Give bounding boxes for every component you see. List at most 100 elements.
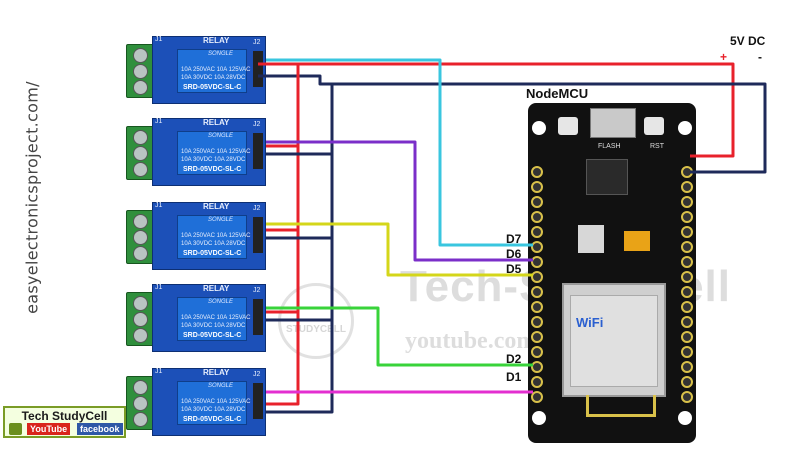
left-pin bbox=[531, 316, 543, 328]
relay-spec-2: 10A 30VDC 10A 28VDC bbox=[181, 157, 246, 163]
relay-header-pins bbox=[253, 217, 263, 253]
relay-cube bbox=[177, 215, 247, 259]
board-label: NodeMCU bbox=[526, 86, 589, 101]
plus-sign: + bbox=[720, 50, 728, 64]
pin-label-d6: D6 bbox=[506, 247, 522, 261]
badge-logo-icon bbox=[9, 423, 22, 435]
left-pin bbox=[531, 286, 543, 298]
relay-spec-1: 10A 250VAC 10A 125VAC bbox=[181, 315, 251, 321]
relay-j1-label: J1 bbox=[155, 202, 163, 209]
right-pin bbox=[681, 316, 693, 328]
screw-terminal bbox=[126, 292, 154, 346]
left-pin bbox=[531, 166, 543, 178]
tech-studycell-badge: Tech StudyCell YouTube facebook bbox=[3, 406, 126, 438]
right-pin bbox=[681, 376, 693, 388]
right-pin bbox=[681, 211, 693, 223]
relay-header-pins bbox=[253, 299, 263, 335]
nodemcu-board: FLASH RST WiFi bbox=[528, 103, 696, 443]
right-pin bbox=[681, 286, 693, 298]
relay-brand: SONGLE bbox=[208, 133, 234, 139]
relay-title: RELAY bbox=[203, 368, 230, 377]
pin-d2 bbox=[531, 361, 543, 373]
micro-usb-port bbox=[590, 108, 636, 138]
pin-d1 bbox=[531, 376, 543, 388]
relay-model: SRD-05VDC-SL-C bbox=[183, 166, 242, 173]
mounting-hole bbox=[678, 121, 692, 135]
screw-terminal bbox=[126, 126, 154, 180]
relay-spec-1: 10A 250VAC 10A 125VAC bbox=[181, 399, 251, 405]
minus-sign: - bbox=[758, 50, 762, 64]
mounting-hole bbox=[532, 121, 546, 135]
screw-terminal bbox=[126, 376, 154, 430]
left-pin bbox=[531, 391, 543, 403]
relay-title: RELAY bbox=[203, 36, 230, 45]
relay-spec-1: 10A 250VAC 10A 125VAC bbox=[181, 67, 251, 73]
esp8266-module bbox=[562, 283, 666, 397]
usb-serial-chip bbox=[586, 159, 628, 195]
relay-brand: SONGLE bbox=[208, 51, 234, 57]
right-pin bbox=[681, 226, 693, 238]
relay-spec-2: 10A 30VDC 10A 28VDC bbox=[181, 323, 246, 329]
wifi-logo: WiFi bbox=[576, 315, 604, 330]
relay-module-5: J1 RELAY J2 SONGLE 10A 250VAC 10A 125VAC… bbox=[126, 368, 266, 436]
right-pin bbox=[681, 256, 693, 268]
relay-spec-2: 10A 30VDC 10A 28VDC bbox=[181, 241, 246, 247]
d5-wire bbox=[266, 222, 533, 277]
pin-label-d2: D2 bbox=[506, 352, 522, 366]
capacitor bbox=[624, 231, 650, 251]
pin-label-d7: D7 bbox=[506, 232, 522, 246]
relay-header-pins bbox=[253, 51, 263, 87]
watermark-logo-text: STUDYCELL bbox=[286, 324, 346, 335]
relay-j1-label: J1 bbox=[155, 284, 163, 291]
relay-j2-label: J2 bbox=[253, 205, 261, 212]
relay-cube bbox=[177, 49, 247, 93]
reset-button bbox=[644, 117, 664, 135]
relay-spec-2: 10A 30VDC 10A 28VDC bbox=[181, 407, 246, 413]
pin-d7 bbox=[531, 241, 543, 253]
relay-title: RELAY bbox=[203, 202, 230, 211]
esp-shield bbox=[570, 295, 658, 387]
relay-model: SRD-05VDC-SL-C bbox=[183, 332, 242, 339]
left-pin bbox=[531, 331, 543, 343]
right-pin bbox=[681, 271, 693, 283]
relay-spec-1: 10A 250VAC 10A 125VAC bbox=[181, 233, 251, 239]
pin-label-d5: D5 bbox=[506, 262, 522, 276]
right-pin bbox=[681, 196, 693, 208]
pin-d6 bbox=[531, 256, 543, 268]
pin-gnd bbox=[681, 181, 693, 193]
vcc-bus bbox=[266, 64, 300, 406]
relay-board: J1 RELAY J2 SONGLE 10A 250VAC 10A 125VAC… bbox=[152, 368, 266, 436]
relay-module-2: J1 RELAY J2 SONGLE 10A 250VAC 10A 125VAC… bbox=[126, 118, 266, 186]
relay-brand: SONGLE bbox=[208, 217, 234, 223]
relay-brand: SONGLE bbox=[208, 383, 234, 389]
screw-terminal bbox=[126, 210, 154, 264]
pin-label-d1: D1 bbox=[506, 370, 522, 384]
relay-board: J1 RELAY J2 SONGLE 10A 250VAC 10A 125VAC… bbox=[152, 202, 266, 270]
relay-j2-label: J2 bbox=[253, 39, 261, 46]
d6-wire bbox=[266, 140, 533, 262]
pin-d5 bbox=[531, 271, 543, 283]
relay-j2-label: J2 bbox=[253, 121, 261, 128]
left-pin bbox=[531, 346, 543, 358]
badge-title: Tech StudyCell bbox=[21, 409, 108, 423]
relay-spec-2: 10A 30VDC 10A 28VDC bbox=[181, 75, 246, 81]
right-pin bbox=[681, 331, 693, 343]
flash-label: FLASH bbox=[598, 143, 621, 150]
right-pin bbox=[681, 361, 693, 373]
right-pin bbox=[681, 241, 693, 253]
relay-j1-label: J1 bbox=[155, 368, 163, 375]
relay-cube bbox=[177, 381, 247, 425]
d7-wire bbox=[266, 58, 533, 247]
relay-title: RELAY bbox=[203, 284, 230, 293]
left-pin bbox=[531, 301, 543, 313]
relay-board: J1 RELAY J2 SONGLE 10A 250VAC 10A 125VAC… bbox=[152, 36, 266, 104]
gnd-bus bbox=[266, 84, 334, 414]
relay-spec-1: 10A 250VAC 10A 125VAC bbox=[181, 149, 251, 155]
right-pin bbox=[681, 346, 693, 358]
vcc-wire bbox=[258, 62, 735, 158]
relay-module-3: J1 RELAY J2 SONGLE 10A 250VAC 10A 125VAC… bbox=[126, 202, 266, 270]
flash-button bbox=[558, 117, 578, 135]
relay-cube bbox=[177, 131, 247, 175]
